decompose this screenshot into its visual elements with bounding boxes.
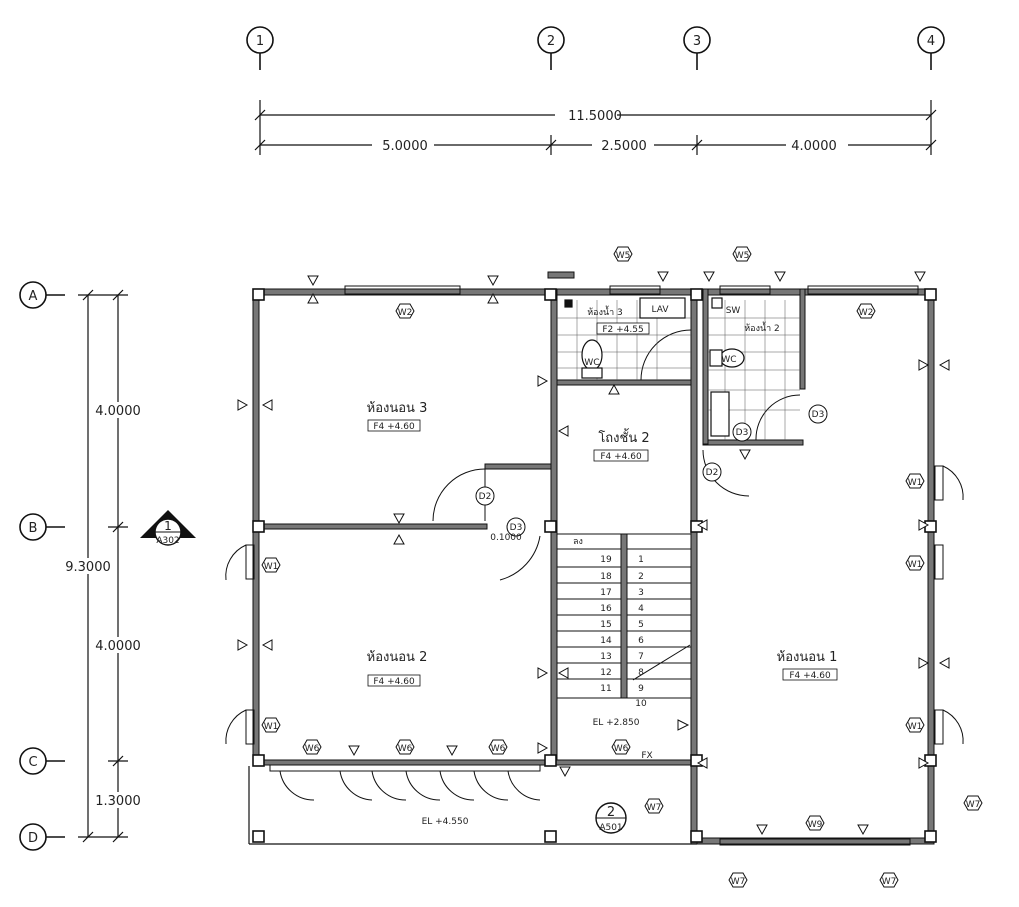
stair-step: 18 (600, 572, 612, 582)
door-tag: D2 (706, 468, 719, 478)
dimension-horizontal-3: 4.0000 (791, 139, 837, 154)
window-tag-hexagons (261, 246, 983, 888)
grid-label-row: D (28, 831, 38, 846)
stair-step: 11 (600, 684, 611, 694)
window-tag: W2 (398, 308, 413, 318)
dimension-overall-horizontal: 11.5000 (568, 109, 622, 124)
window-tag: W7 (731, 877, 746, 887)
stair-direction-label: ลง (573, 537, 583, 547)
stair-step: 19 (600, 555, 612, 565)
section-mark-number: 1 (164, 519, 172, 533)
doors (225, 329, 964, 801)
stair (556, 533, 692, 699)
fixture-wc: WC (584, 358, 599, 368)
window-tag: W7 (966, 800, 981, 810)
room-level: F4 +4.60 (600, 452, 642, 462)
section-mark-sheet: A501 (599, 823, 622, 833)
window-tag: W1 (908, 560, 923, 570)
room-level: F4 +4.60 (789, 671, 831, 681)
room-level: F4 +4.60 (373, 422, 415, 432)
grid-label-col: 4 (927, 34, 935, 49)
stair-step: 15 (600, 620, 611, 630)
fixture-sw: SW (726, 306, 741, 316)
balcony (248, 766, 697, 845)
room-name: ห้องนอน 3 (367, 401, 428, 416)
window-tag: W7 (882, 877, 897, 887)
window-tag: W7 (647, 803, 662, 813)
fx-label: FX (641, 751, 652, 761)
dimension-horizontal-2: 2.5000 (601, 139, 647, 154)
door-width-label: 0.1000 (490, 533, 522, 543)
window-tag: W6 (491, 744, 506, 754)
window-tag: W1 (264, 562, 279, 572)
stair-elevation: EL +2.850 (593, 718, 640, 728)
stair-step: 12 (600, 668, 611, 678)
grid-label-row: A (29, 289, 38, 304)
dimension-vertical-2: 4.0000 (95, 639, 141, 654)
window-tag: W6 (398, 744, 413, 754)
window-tag: W1 (908, 478, 923, 488)
column-grid (246, 26, 945, 70)
stair-step: 7 (638, 652, 644, 662)
row-grid (19, 281, 65, 851)
balcony-elevation: EL +4.550 (422, 817, 469, 827)
stair-step: 2 (638, 572, 644, 582)
grid-label-row: C (28, 755, 37, 770)
grid-label-row: B (29, 521, 38, 536)
fixture-lav: LAV (652, 305, 670, 315)
dimension-vertical-1: 4.0000 (95, 404, 141, 419)
room-name: ห้องน้ำ 3 (587, 305, 623, 318)
door-tag-circles (475, 404, 828, 537)
room-name: โถงชั้น 2 (598, 428, 649, 446)
window-tag: W5 (735, 251, 750, 261)
window-tag: W1 (264, 722, 279, 732)
window-tag: W1 (908, 722, 923, 732)
stair-step: 8 (638, 668, 644, 678)
structural-columns (252, 288, 937, 843)
window-tag: W5 (616, 251, 631, 261)
stair-step: 17 (600, 588, 611, 598)
section-mark-2 (595, 802, 627, 834)
grid-label-col: 1 (256, 34, 264, 49)
section-mark-1 (140, 510, 196, 546)
dimension-overall-vertical: 9.3000 (65, 560, 111, 575)
stair-step: 3 (638, 588, 644, 598)
stair-step: 1 (638, 555, 644, 565)
room-name: ห้องนอน 1 (777, 650, 838, 665)
room-level: F2 +4.55 (602, 325, 643, 335)
fixture-wc: WC (721, 355, 736, 365)
door-tag: D3 (736, 428, 749, 438)
door-tag: D3 (812, 410, 825, 420)
stair-step: 13 (600, 652, 611, 662)
room-name: ห้องนอน 2 (367, 650, 428, 665)
stair-step: 5 (638, 620, 644, 630)
door-tag: D3 (510, 523, 523, 533)
room-name: ห้องน้ำ 2 (744, 321, 780, 334)
dimension-horizontal-1: 5.0000 (382, 139, 428, 154)
stair-step: 9 (638, 684, 644, 694)
stair-step: 16 (600, 604, 612, 614)
window-tag: W6 (305, 744, 320, 754)
stair-step: 10 (635, 699, 647, 709)
door-tag: D2 (479, 492, 492, 502)
grid-label-col: 3 (693, 34, 701, 49)
windows (245, 285, 944, 846)
stair-step: 4 (638, 604, 644, 614)
room-level: F4 +4.60 (373, 677, 415, 687)
bathroom-fixtures (564, 297, 745, 437)
section-mark-number: 2 (607, 805, 615, 820)
stair-step: 14 (600, 636, 612, 646)
window-tag: W6 (614, 744, 629, 754)
electrical-markers (237, 271, 950, 836)
grid-label-col: 2 (547, 34, 555, 49)
section-mark-sheet: A302 (156, 536, 179, 546)
stair-step: 6 (638, 636, 644, 646)
dimension-vertical-3: 1.3000 (95, 794, 141, 809)
window-tag: W9 (808, 820, 823, 830)
window-tag: W2 (859, 308, 874, 318)
